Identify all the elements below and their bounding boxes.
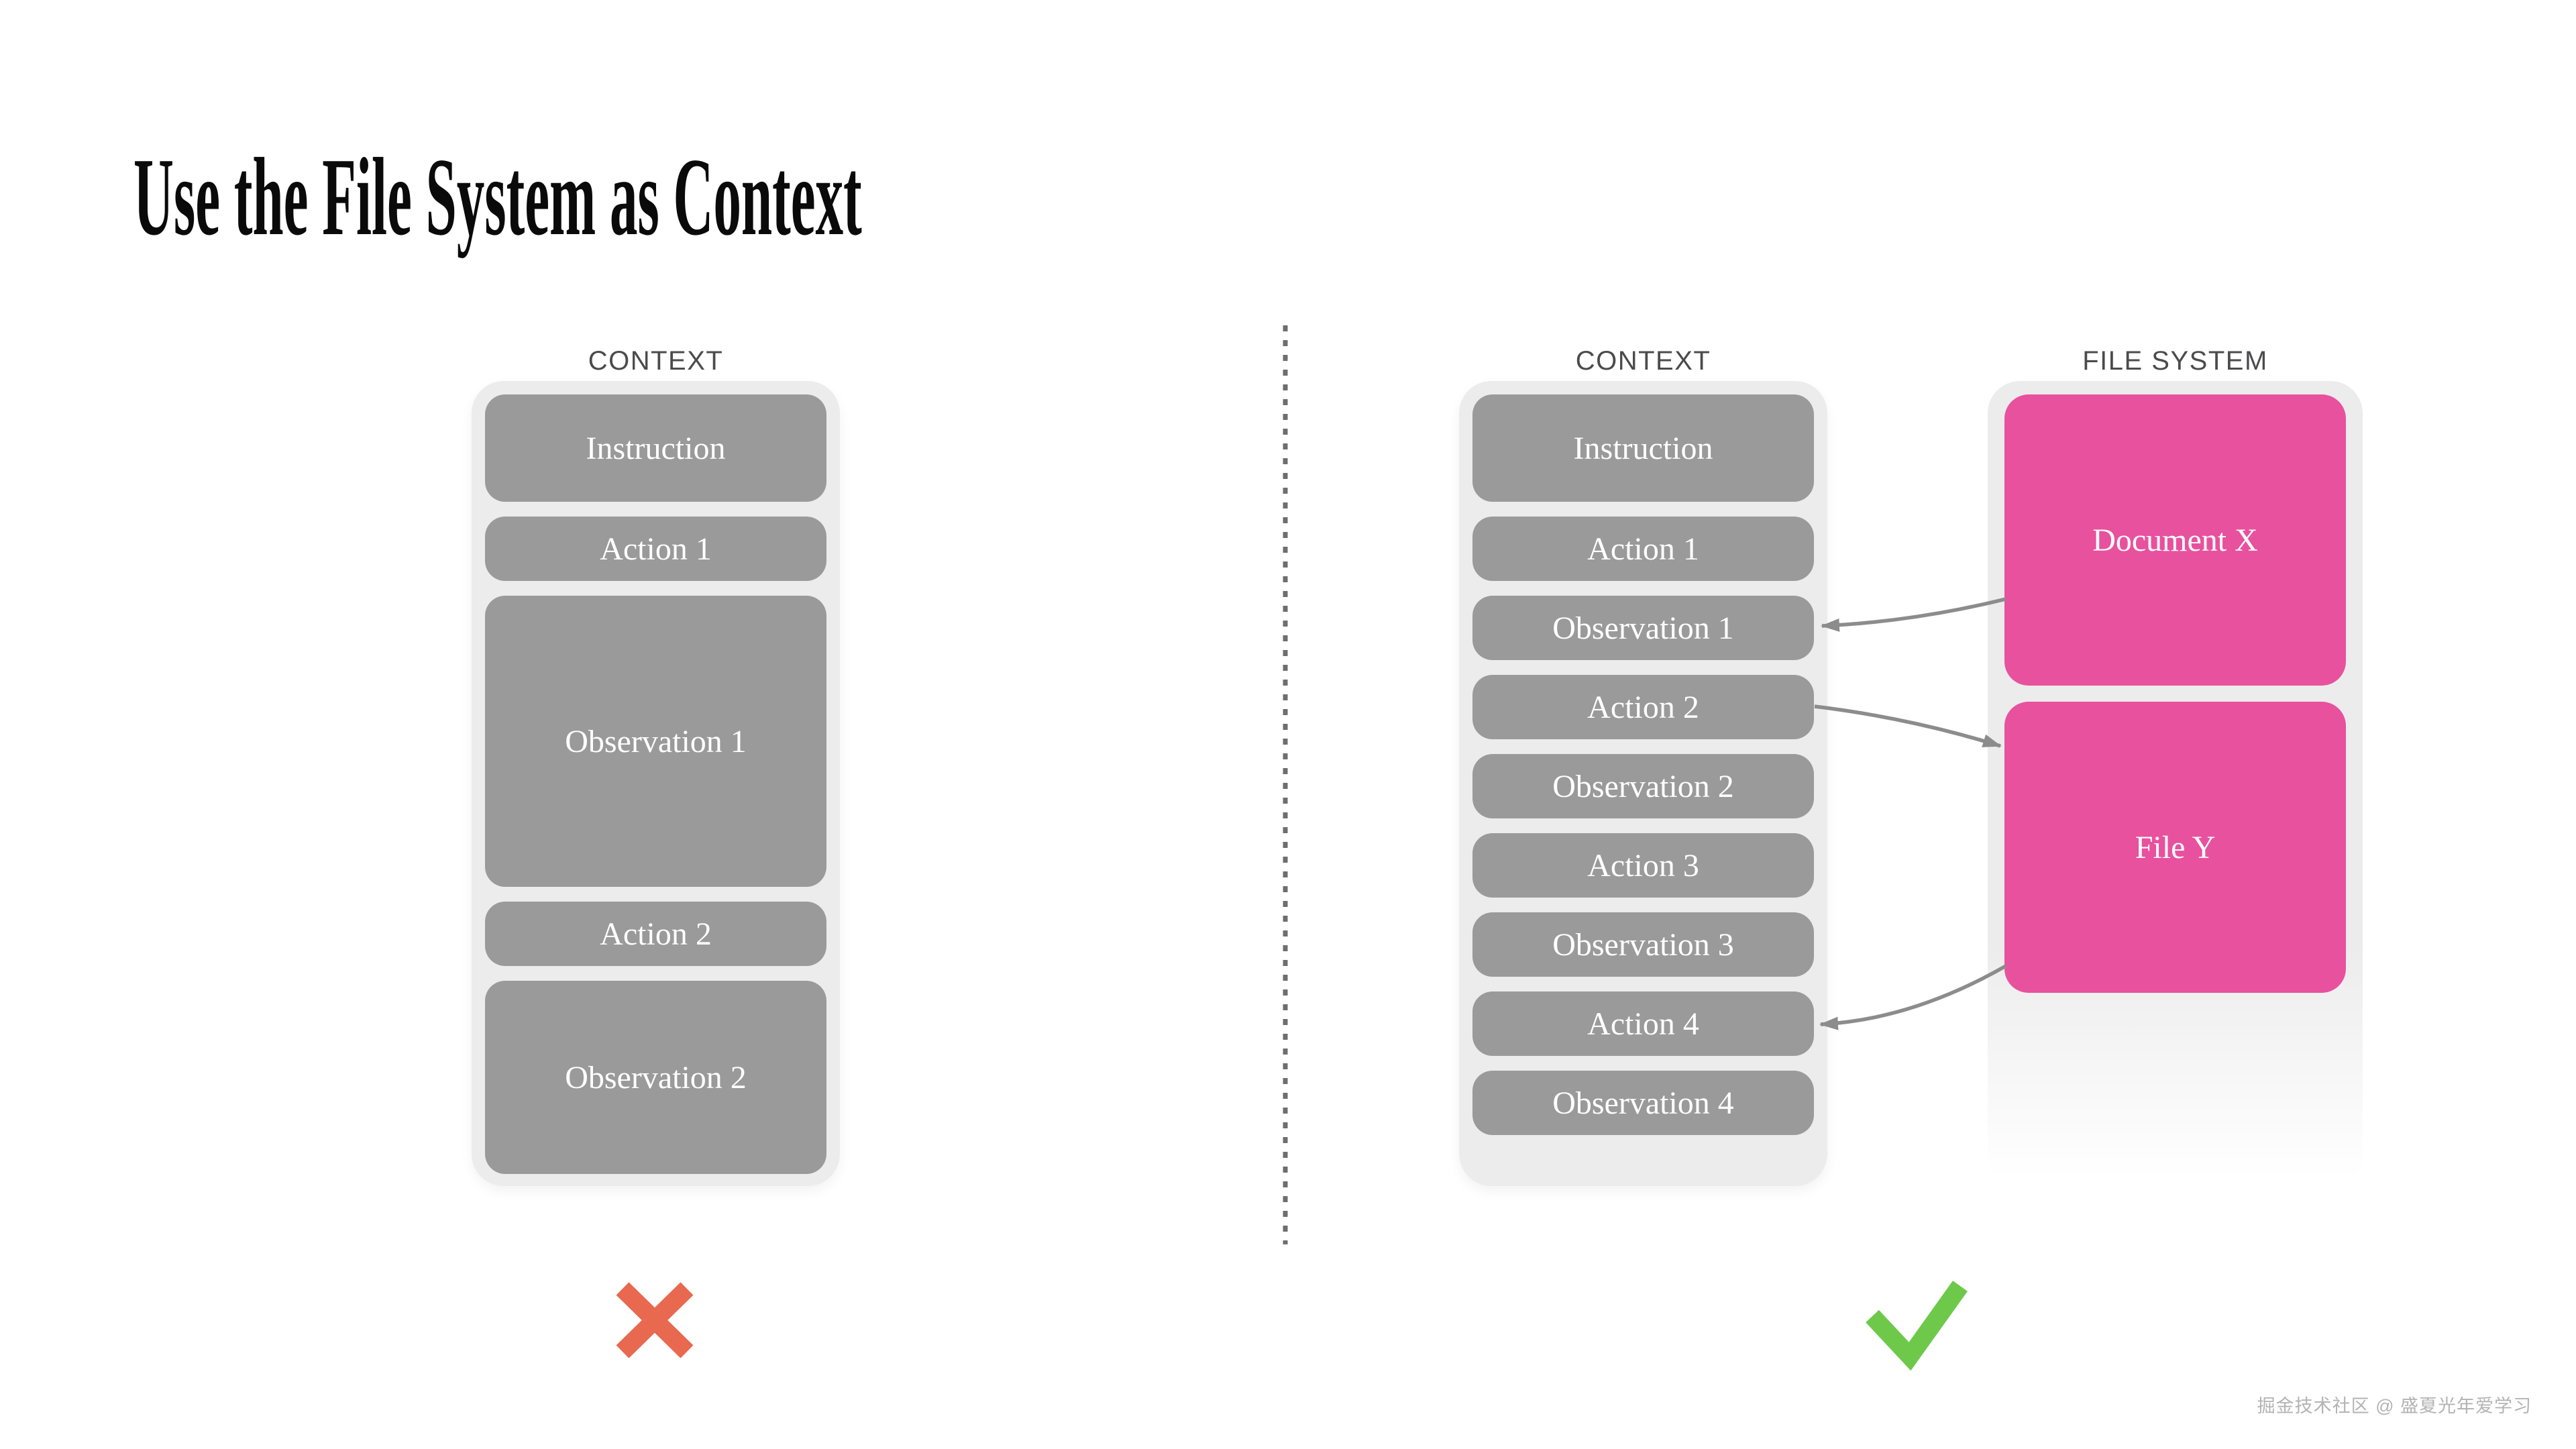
right-context-label: CONTEXT <box>1575 346 1711 376</box>
arrow-action2-to-filey <box>1814 704 2002 748</box>
file-y-box: File Y <box>2004 702 2346 993</box>
right-action4-box: Action 4 <box>1472 991 1814 1056</box>
right-observation3-box: Observation 3 <box>1472 912 1814 977</box>
right-observation4-box: Observation 4 <box>1472 1071 1814 1135</box>
right-action3-box: Action 3 <box>1472 833 1814 898</box>
right-context-panel: Instruction Action 1 Observation 1 Actio… <box>1459 381 1827 1186</box>
document-x-box: Document X <box>2004 394 2346 686</box>
left-observation2-box: Observation 2 <box>485 981 826 1174</box>
file-system-panel: Document X File Y <box>1988 381 2363 1186</box>
left-action2-box: Action 2 <box>485 902 826 966</box>
arrow-filey-to-action4 <box>1819 964 2007 1030</box>
left-observation1-box: Observation 1 <box>485 596 826 887</box>
watermark: 掘金技术社区 @ 盛夏光年爱学习 <box>2257 1396 2532 1416</box>
left-context-label: CONTEXT <box>588 346 724 376</box>
right-observation1-box: Observation 1 <box>1472 596 1814 660</box>
left-context-panel: Instruction Action 1 Observation 1 Actio… <box>472 381 840 1186</box>
right-observation2-box: Observation 2 <box>1472 754 1814 818</box>
left-action1-box: Action 1 <box>485 517 826 581</box>
right-instruction-box: Instruction <box>1472 394 1814 502</box>
check-icon <box>1866 1281 1968 1371</box>
file-system-label: FILE SYSTEM <box>2082 346 2268 376</box>
cross-icon <box>616 1282 694 1358</box>
arrow-documentx-to-observation1 <box>1821 597 2006 632</box>
left-instruction-box: Instruction <box>485 394 826 502</box>
right-action1-box: Action 1 <box>1472 517 1814 581</box>
page-title: Use the File System as Context <box>133 135 862 258</box>
right-action2-box: Action 2 <box>1472 675 1814 739</box>
